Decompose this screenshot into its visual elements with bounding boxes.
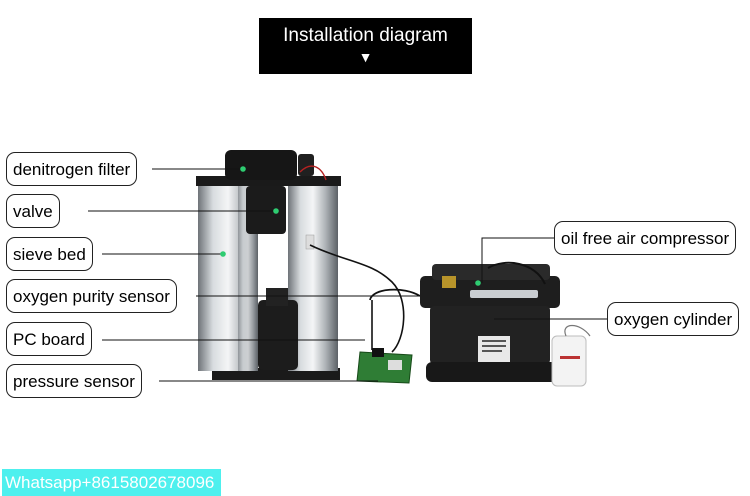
label-pressure-sensor: pressure sensor (6, 364, 142, 398)
label-pc-board: PC board (6, 322, 92, 356)
tubing-and-board (309, 244, 421, 384)
label-oxygen-purity-sensor: oxygen purity sensor (6, 279, 177, 313)
sieve-bed-assembly (196, 150, 341, 380)
whatsapp-contact: Whatsapp+8615802678096 (2, 469, 221, 496)
leader-lines (88, 168, 612, 382)
air-compressor (420, 261, 560, 382)
label-oxygen-cylinder: oxygen cylinder (607, 302, 740, 336)
oxygen-cylinder-part (551, 324, 591, 387)
diagram-title: Installation diagram (283, 25, 448, 46)
label-sieve-bed: sieve bed (6, 237, 93, 271)
label-oil-free-air-compressor: oil free air compressor (554, 221, 737, 255)
title-banner: Installation diagram ▼ (259, 18, 472, 74)
leader-dots (220, 166, 481, 286)
down-arrow-icon: ▼ (358, 49, 373, 65)
label-denitrogen-filter: denitrogen filter (6, 152, 138, 186)
label-valve: valve (6, 194, 60, 228)
